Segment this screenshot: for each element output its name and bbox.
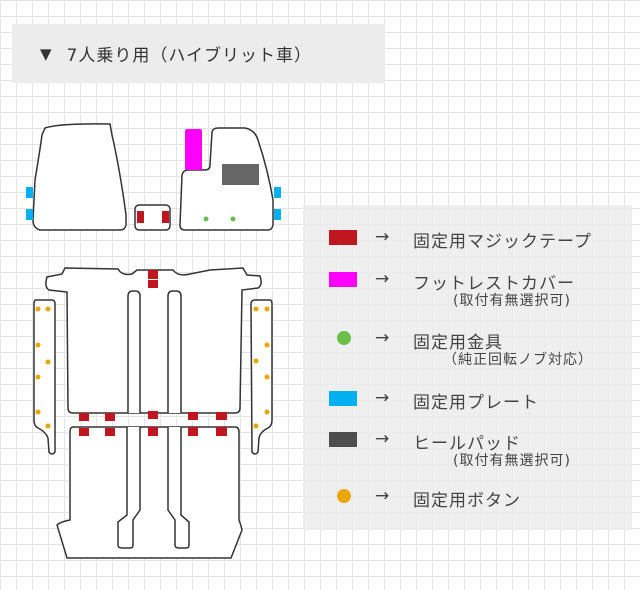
section-title: 7人乗り用（ハイブリット車）	[66, 46, 313, 66]
velcro-marker	[137, 211, 144, 223]
front-left-mat	[32, 123, 127, 231]
third-row-slot-right	[167, 427, 190, 549]
legend-note: (取付有無選択可)	[453, 453, 571, 469]
button-marker	[45, 423, 51, 429]
legend-item-plate: → 固定用プレート	[303, 388, 632, 413]
plate-marker	[274, 187, 281, 198]
velcro-marker	[188, 412, 198, 420]
second-row-slot-left	[127, 290, 141, 413]
button-marker	[253, 358, 259, 364]
arrow-icon: →	[375, 429, 390, 449]
velcro-marker	[162, 211, 169, 223]
button-marker	[35, 306, 41, 312]
button-marker	[35, 374, 41, 380]
legend-item-button: → 固定用ボタン	[303, 486, 632, 511]
button-marker	[264, 374, 270, 380]
left-side-mat	[33, 299, 56, 455]
gray-square-icon	[329, 432, 357, 447]
velcro-marker	[105, 428, 115, 436]
legend-item-velcro: → 固定用マジックテープ	[303, 227, 632, 252]
legend-note: (取付有無選択可)	[453, 293, 571, 309]
legend-label: 固定用金具	[413, 333, 503, 353]
button-marker	[264, 306, 270, 312]
third-row-mat	[56, 426, 243, 559]
third-row-slot-left	[117, 427, 141, 549]
arrow-icon: →	[375, 269, 390, 289]
button-marker	[45, 359, 51, 365]
section-header: ▼ 7人乗り用（ハイブリット車）	[12, 24, 385, 83]
velcro-marker	[216, 427, 227, 436]
button-marker	[264, 409, 270, 415]
heel-pad	[222, 164, 259, 185]
velcro-marker	[188, 427, 198, 436]
velcro-marker	[148, 280, 158, 288]
legend-item-heelpad: → ヒールパッド (取付有無選択可)	[303, 429, 632, 469]
metal-fitting-marker	[230, 216, 236, 222]
legend-label: 固定用ボタン	[413, 491, 521, 511]
legend-item-metal: → 固定用金具 （純正回転ノブ対応）	[303, 328, 632, 368]
legend-label: 固定用マジックテープ	[413, 232, 592, 252]
velcro-marker	[148, 270, 158, 279]
green-dot-icon	[337, 331, 351, 345]
button-marker	[264, 342, 270, 348]
arrow-icon: →	[375, 227, 390, 247]
velcro-marker	[105, 413, 115, 421]
velcro-marker	[216, 412, 227, 420]
button-marker	[253, 306, 259, 312]
plate-marker	[274, 209, 281, 220]
arrow-icon: →	[375, 486, 390, 506]
legend-label: フットレストカバー	[413, 274, 575, 294]
legend-label: ヒールパッド	[413, 434, 521, 454]
footrest-cover	[185, 129, 202, 170]
arrow-icon: →	[375, 388, 390, 408]
arrow-icon: →	[375, 328, 390, 348]
metal-fitting-marker	[203, 216, 209, 222]
legend-label: 固定用プレート	[413, 393, 539, 413]
velcro-marker	[79, 428, 89, 436]
button-marker	[253, 423, 259, 429]
legend-note: （純正回転ノブ対応）	[443, 352, 593, 368]
button-marker	[45, 306, 51, 312]
yellow-dot-icon	[337, 489, 351, 503]
legend-item-footrest: → フットレストカバー (取付有無選択可)	[303, 269, 632, 309]
red-square-icon	[329, 230, 357, 245]
plate-marker	[26, 209, 33, 220]
legend: → 固定用マジックテープ → フットレストカバー (取付有無選択可) → 固定用…	[303, 205, 632, 530]
triangle-down-icon: ▼	[40, 44, 53, 63]
plate-marker	[26, 187, 33, 198]
velcro-marker	[148, 427, 158, 436]
magenta-square-icon	[329, 272, 357, 287]
button-marker	[35, 409, 41, 415]
velcro-marker	[148, 411, 158, 419]
blue-square-icon	[329, 391, 357, 406]
velcro-marker	[79, 413, 89, 421]
second-row-slot-right	[167, 290, 182, 413]
right-side-mat	[250, 299, 273, 455]
second-row-mat	[45, 267, 262, 414]
button-marker	[35, 342, 41, 348]
